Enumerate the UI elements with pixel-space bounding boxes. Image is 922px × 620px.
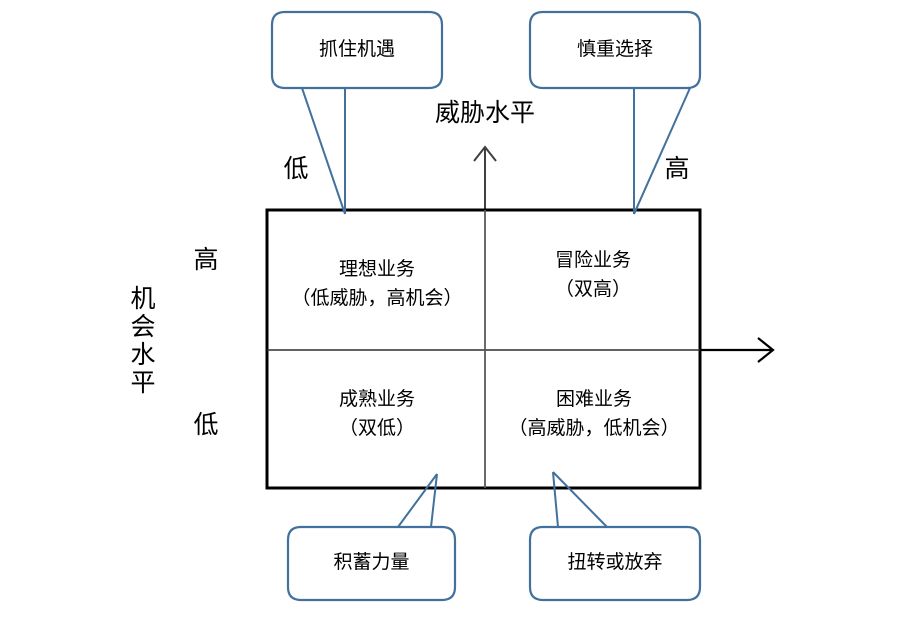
quadrant-difficult-business: 困难业务 （高威胁，低机会）: [488, 385, 700, 444]
callout-seize-opportunity[interactable]: [270, 10, 444, 215]
callout-tail-edge-right: [430, 473, 438, 528]
x-axis-title: 威胁水平: [434, 98, 535, 127]
callout-label-choose-carefully: 慎重选择: [576, 38, 653, 60]
quadrant-subtitle: （双高）: [554, 278, 631, 301]
y-axis-low-label: 低: [193, 410, 219, 439]
quadrant-subtitle: （双低）: [338, 417, 415, 440]
matrix-outer-box: [265, 208, 702, 490]
callout-label-build-strength: 积蓄力量: [333, 551, 410, 573]
x-axis-low-label: 低: [283, 154, 309, 183]
callout-choose-carefully[interactable]: [528, 10, 702, 215]
horizontal-axis-arrow: [700, 337, 775, 363]
quadrant-subtitle: （低威胁，高机会）: [291, 287, 463, 310]
callout-tail-edge-left: [301, 87, 346, 215]
callout-tail-edge-right: [633, 87, 691, 215]
quadrant-title: 成熟业务: [338, 388, 415, 410]
callout-tail-edge-right: [552, 471, 608, 528]
quadrant-title: 理想业务: [338, 258, 415, 280]
callout-bubble-body: [270, 10, 444, 90]
callout-tail-edge-left: [397, 473, 438, 528]
quadrant-mature-business: 成熟业务 （双低）: [272, 385, 482, 444]
x-axis-high-label: 高: [664, 154, 690, 183]
quadrant-subtitle: （高威胁，低机会）: [508, 417, 680, 440]
callout-label-seize-opportunity: 抓住机遇: [318, 38, 395, 60]
callout-label-turnaround-or-abandon: 扭转或放弃: [567, 551, 663, 573]
callout-bubble-body: [286, 525, 457, 602]
callout-tail-edge-left: [552, 471, 559, 528]
vertical-axis-arrow: [473, 145, 497, 212]
callout-bubble-body: [528, 525, 702, 602]
quadrant-title: 冒险业务: [554, 249, 631, 271]
callout-turnaround-or-abandon[interactable]: [528, 471, 702, 602]
callout-build-strength[interactable]: [286, 473, 457, 602]
quadrant-risky-business: 冒险业务 （双高）: [488, 246, 698, 305]
y-axis-high-label: 高: [193, 245, 219, 274]
quadrant-title: 困难业务: [555, 388, 632, 410]
y-axis-title: 机会水平: [130, 284, 156, 397]
callout-bubble-body: [528, 10, 702, 90]
quadrant-ideal-business: 理想业务 （低威胁，高机会）: [272, 255, 482, 314]
